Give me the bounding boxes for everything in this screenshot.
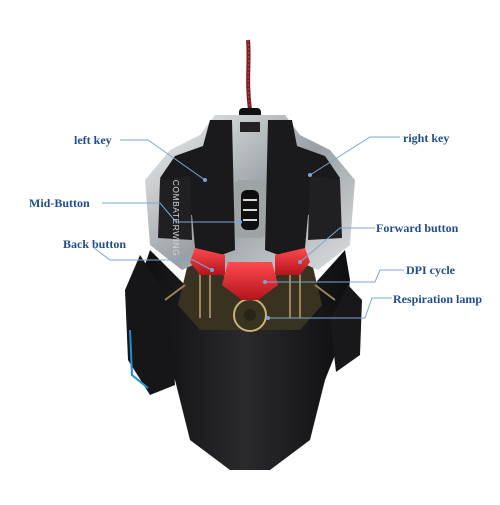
thumb-rest: [125, 255, 175, 395]
label-respiration-lamp: Respiration lamp: [393, 292, 483, 306]
label-right-key: right key: [403, 131, 450, 145]
forward-button: [275, 248, 310, 275]
label-dpi-cycle: DPI cycle: [406, 263, 455, 277]
label-back-button: Back button: [63, 237, 127, 251]
label-left-key: left key: [74, 133, 112, 147]
cable: [246, 39, 252, 111]
back-button: [190, 248, 225, 275]
leader-lines: [93, 136, 404, 319]
left-key: [160, 120, 235, 260]
label-forward-button: Forward button: [376, 221, 459, 235]
label-mid-button: Mid-Button: [29, 196, 90, 210]
brand-text: COMBATERWING: [171, 179, 181, 257]
dpi-cycle-button: [222, 262, 278, 300]
right-key: [265, 120, 340, 260]
